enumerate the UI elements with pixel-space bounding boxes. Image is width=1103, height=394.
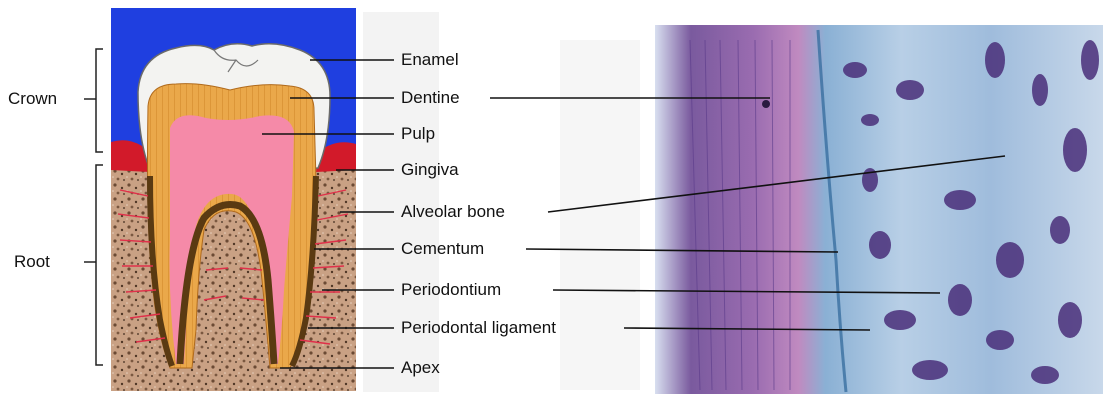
cementum-label: Cementum xyxy=(401,239,484,259)
backdrop-panel xyxy=(560,40,640,390)
root-bracket xyxy=(84,165,103,365)
crown-label: Crown xyxy=(8,89,57,109)
crown-bracket xyxy=(84,49,103,152)
histology-dot xyxy=(762,100,770,108)
enamel-label: Enamel xyxy=(401,50,459,70)
root-label: Root xyxy=(14,252,50,272)
apex-label: Apex xyxy=(401,358,440,378)
tooth-illustration xyxy=(111,8,356,391)
periodontal-ligament-label: Periodontal ligament xyxy=(401,318,556,338)
gingiva-label: Gingiva xyxy=(401,160,459,180)
dentine-label: Dentine xyxy=(401,88,460,108)
alveolar-bone-label: Alveolar bone xyxy=(401,202,505,222)
pulp-label: Pulp xyxy=(401,124,435,144)
histology-micrograph xyxy=(655,25,1103,394)
periodontium-label: Periodontium xyxy=(401,280,501,300)
